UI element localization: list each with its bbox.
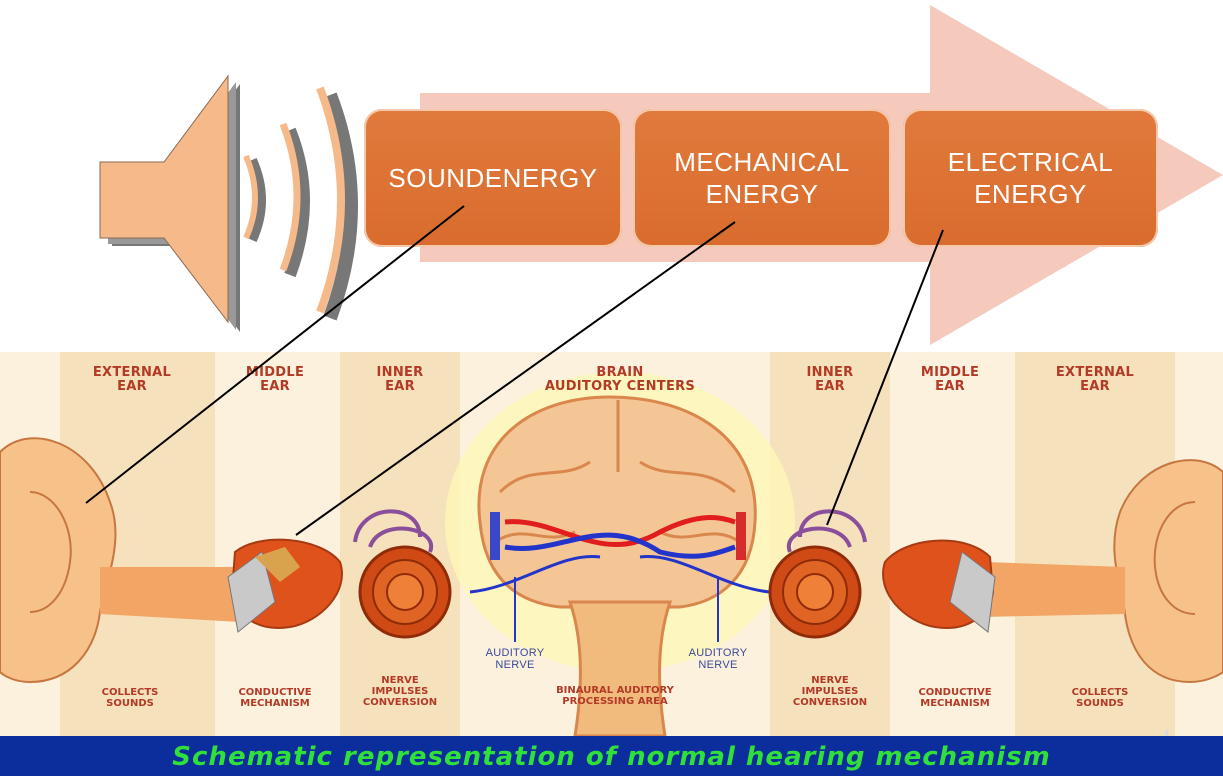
footer-brain: BINAURAL AUDITORY PROCESSING AREA (515, 685, 715, 707)
electrical-energy-label-1: ELECTRICAL (948, 146, 1113, 179)
right-auditory-nerve-label: AUDITORY NERVE (673, 648, 763, 671)
mechanical-energy-label-2: ENERGY (674, 178, 849, 211)
header-right-external-ear: EXTERNAL EAR (1030, 366, 1160, 393)
sound-energy-label: SOUNDENERGY (388, 162, 597, 195)
header-right-inner-ear: INNER EAR (780, 366, 880, 393)
header-brain-auditory-centers: BRAIN AUDITORY CENTERS (500, 366, 740, 393)
right-outer-ear (980, 460, 1223, 682)
footer-right-inner: NERVE IMPULSES CONVERSION (770, 675, 890, 708)
left-auditory-nerve-label: AUDITORY NERVE (470, 648, 560, 671)
header-right-middle-ear: MIDDLE EAR (895, 366, 1005, 393)
header-left-external-ear: EXTERNAL EAR (72, 366, 192, 393)
left-cochlea (355, 511, 450, 637)
electrical-energy-box: ELECTRICAL ENERGY (903, 109, 1158, 247)
footer-right-middle: CONDUCTIVE MECHANISM (895, 687, 1015, 709)
electrical-energy-label-2: ENERGY (948, 178, 1113, 211)
left-outer-ear (0, 438, 240, 682)
header-left-middle-ear: MIDDLE EAR (225, 366, 325, 393)
hearing-mechanism-illustration: EXTERNAL EAR MIDDLE EAR INNER EAR BRAIN … (0, 352, 1223, 736)
footer-left-inner: NERVE IMPULSES CONVERSION (340, 675, 460, 708)
left-middle-ear (228, 540, 342, 632)
sound-energy-box: SOUNDENERGY (364, 109, 622, 247)
mechanical-energy-box: MECHANICAL ENERGY (633, 109, 891, 247)
mechanical-energy-label-1: MECHANICAL (674, 146, 849, 179)
caption: Schematic representation of normal heari… (0, 736, 1223, 776)
page-number: 4 (1164, 728, 1169, 738)
footer-left-external: COLLECTS SOUNDS (80, 687, 180, 709)
right-middle-ear (883, 541, 995, 632)
footer-right-external: COLLECTS SOUNDS (1045, 687, 1155, 709)
footer-left-middle: CONDUCTIVE MECHANISM (215, 687, 335, 709)
header-left-inner-ear: INNER EAR (350, 366, 450, 393)
speaker-icon (100, 76, 351, 332)
